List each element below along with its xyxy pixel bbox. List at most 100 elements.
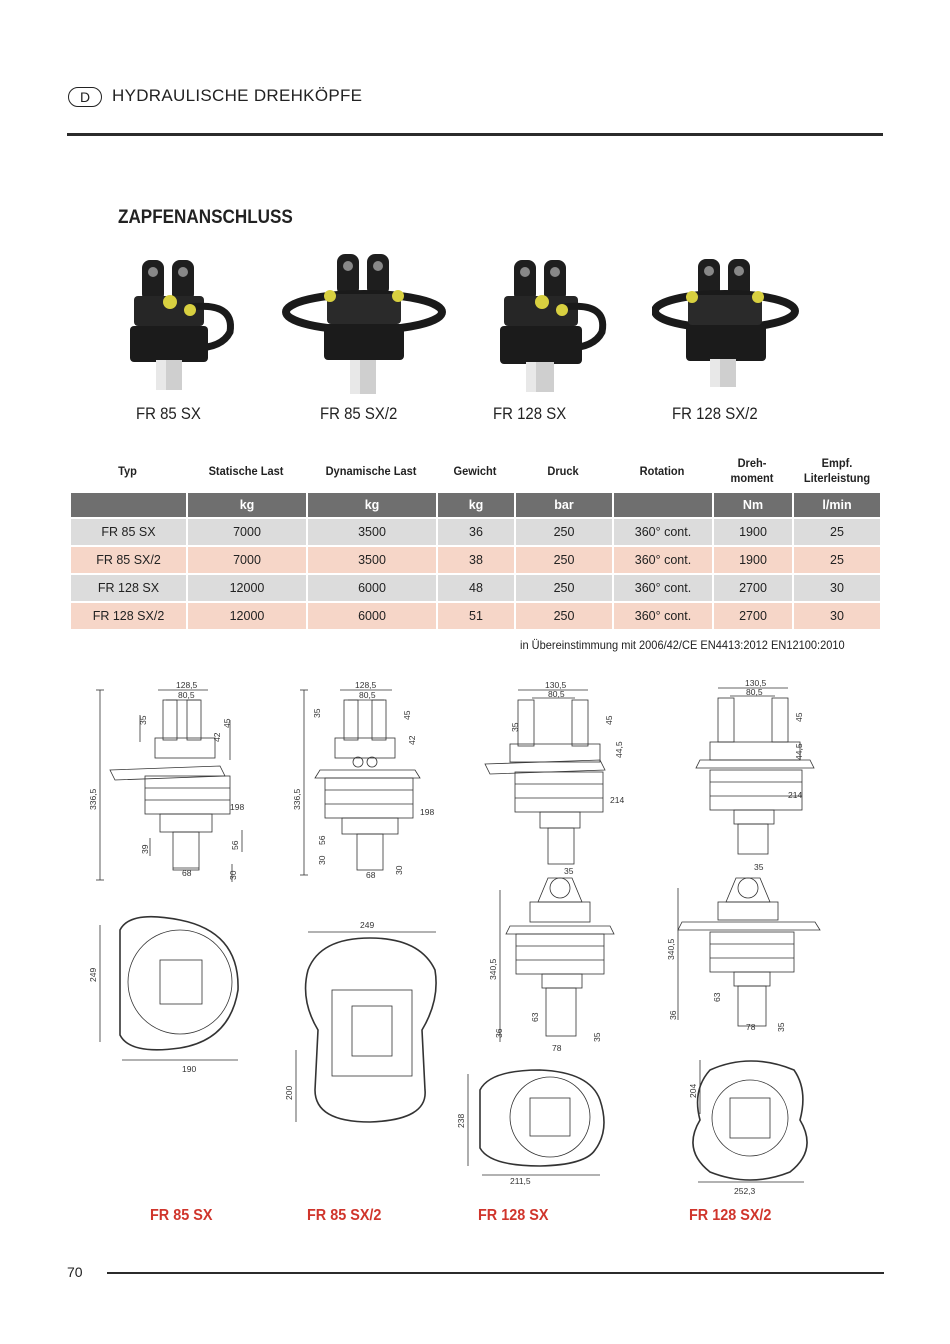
- table-cell: 25: [794, 547, 880, 575]
- model-label: FR 85 SX: [136, 404, 201, 423]
- dim-label: 340,5: [488, 958, 498, 980]
- dim-label: 30: [317, 855, 327, 865]
- table-cell: 1900: [714, 547, 792, 575]
- language-badge: D: [68, 87, 102, 107]
- dim-label: 249: [360, 920, 374, 930]
- dim-label: 340,5: [666, 938, 676, 960]
- dim-label: 35: [564, 866, 574, 876]
- dim-label: 45: [794, 712, 804, 722]
- table-cell: FR 85 SX/2: [71, 547, 186, 575]
- drawing-fr128sx-side: 130,5 80,5 35 45 44,5 214: [484, 680, 624, 865]
- unit-cell: [614, 493, 712, 519]
- table-cell: 250: [516, 519, 612, 547]
- dim-label: 80,5: [746, 687, 763, 697]
- table-cell: 3500: [308, 547, 436, 575]
- dim-label: 80,5: [178, 690, 195, 700]
- drawing-fr85sx2-side: 128,5 80,5 35 45 42 336,5 198 30 56 68 3…: [292, 680, 434, 880]
- dim-label: 336,5: [292, 788, 302, 810]
- header-line: Druck: [547, 464, 579, 478]
- table-cell: FR 128 SX: [71, 575, 186, 603]
- dim-label: 190: [182, 1064, 196, 1074]
- table-cell: 12000: [188, 575, 306, 603]
- dim-label: 249: [88, 968, 98, 982]
- footer-rule: [107, 1272, 884, 1274]
- table-cell: 2700: [714, 575, 792, 603]
- table-cell: 36: [438, 519, 514, 547]
- table-cell: FR 85 SX: [71, 519, 186, 547]
- dim-label: 30: [394, 865, 404, 875]
- dim-label: 36: [494, 1028, 504, 1038]
- header-line: Literleistung: [803, 471, 871, 485]
- table-header-rotation: Rotation: [617, 464, 707, 479]
- dim-label: 238: [456, 1114, 466, 1128]
- dim-label: 252,3: [734, 1186, 756, 1196]
- table-cell: 1900: [714, 519, 792, 547]
- dim-label: 44,5: [794, 743, 804, 760]
- drawing-fr85sx-plan: 249 190: [88, 915, 239, 1074]
- dim-label: 214: [610, 795, 624, 805]
- dim-label: 63: [712, 992, 722, 1002]
- dim-label: 39: [140, 844, 150, 854]
- table-cell: 25: [794, 519, 880, 547]
- dim-label: 200: [284, 1086, 294, 1100]
- unit-cell: bar: [516, 493, 612, 519]
- dim-label: 68: [182, 868, 192, 878]
- table-header-typ: Typ: [75, 464, 181, 479]
- dim-label: 45: [222, 718, 232, 728]
- table-cell: 30: [794, 575, 880, 603]
- unit-cell: Nm: [714, 493, 792, 519]
- dim-label: 68: [366, 870, 376, 880]
- table-cell: 51: [438, 603, 514, 631]
- page-number: 70: [67, 1264, 83, 1280]
- product-photo-fr85sx: [130, 260, 234, 390]
- drawing-fr128sx-plan: 238 211,5: [456, 1069, 605, 1186]
- table-cell: 7000: [188, 519, 306, 547]
- unit-cell: kg: [188, 493, 306, 519]
- dim-label: 56: [317, 835, 327, 845]
- drawing-label: FR 85 SX/2: [307, 1207, 382, 1224]
- header-line: Empf.: [821, 456, 853, 470]
- unit-cell: l/min: [794, 493, 880, 519]
- dim-label: 130,5: [545, 680, 567, 690]
- dim-label: 42: [407, 735, 417, 745]
- dim-label: 336,5: [88, 788, 98, 810]
- dim-label: 35: [754, 862, 764, 872]
- unit-cell: kg: [438, 493, 514, 519]
- drawing-fr85sx2-plan: 249 200: [284, 920, 437, 1123]
- model-label: FR 128 SX/2: [672, 404, 758, 423]
- header-line: Typ: [118, 464, 137, 478]
- dim-label: 35: [312, 708, 322, 718]
- header-line: Gewicht: [453, 464, 497, 478]
- drawing-label: FR 85 SX: [150, 1207, 213, 1224]
- header-line: moment: [730, 471, 774, 485]
- table-cell: 6000: [308, 575, 436, 603]
- table-header-torque: Dreh-moment: [716, 456, 788, 486]
- drawing-fr128sx-front: 35 340,5 63 36 78 35: [488, 866, 615, 1053]
- units-row: kg kg kg bar Nm l/min: [71, 493, 880, 519]
- dim-label: 44,5: [614, 741, 624, 758]
- table-header-flow: Empf.Literleistung: [797, 456, 878, 486]
- dim-label: 35: [510, 722, 520, 732]
- product-photo-fr85sx2: [282, 254, 446, 394]
- dim-label: 198: [420, 807, 434, 817]
- dim-label: 35: [138, 715, 148, 725]
- unit-cell: [71, 493, 186, 519]
- dim-label: 35: [592, 1032, 602, 1042]
- product-photo-fr128sx2: [652, 259, 799, 387]
- dim-label: 128,5: [176, 680, 198, 690]
- dim-label: 63: [530, 1012, 540, 1022]
- drawing-fr85sx-side: 128,5 80,5 35 45 42 336,5 198 39 56 68 3…: [88, 680, 244, 882]
- table-header-pressure: Druck: [519, 464, 607, 479]
- header-line: Statische Last: [208, 464, 284, 478]
- model-label: FR 128 SX: [493, 404, 567, 423]
- table-cell: 7000: [188, 547, 306, 575]
- dim-label: 45: [604, 715, 614, 725]
- header-line: Dreh-: [737, 456, 767, 470]
- table-cell: 360° cont.: [614, 547, 712, 575]
- table-cell: 3500: [308, 519, 436, 547]
- table-cell: 2700: [714, 603, 792, 631]
- dim-label: 198: [230, 802, 244, 812]
